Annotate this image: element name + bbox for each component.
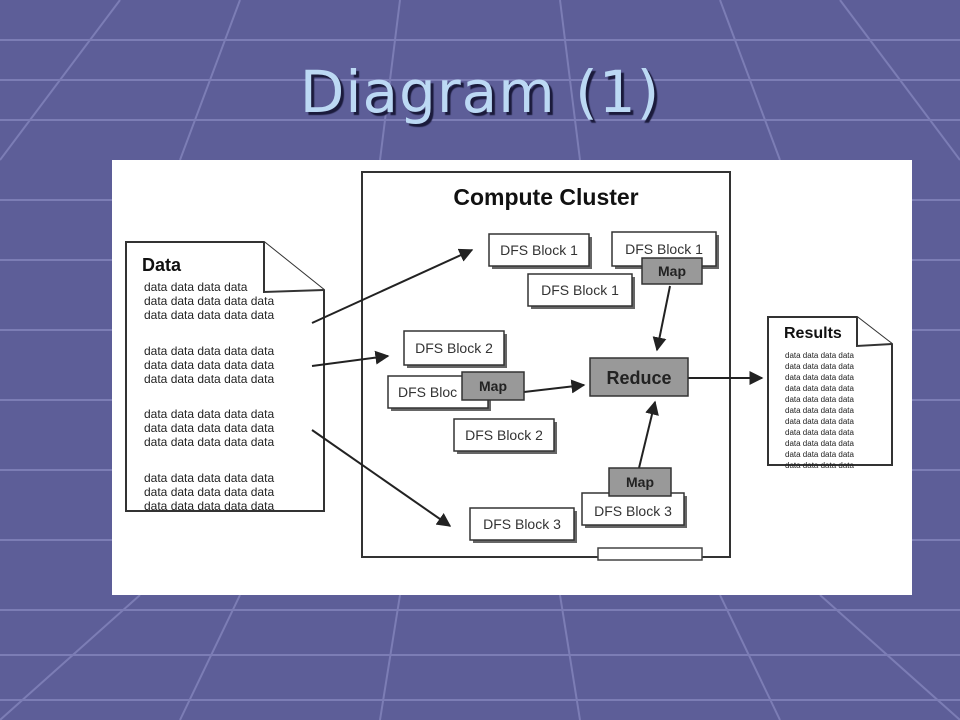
dfs-block-3-a: DFS Block 3 [469,507,577,543]
svg-text:DFS Bloc: DFS Bloc [398,384,457,400]
svg-text:DFS Block 3: DFS Block 3 [483,516,561,532]
dfs-block-1-a: DFS Block 1 [488,233,592,269]
dfs-block-1-c: DFS Block 1 [527,273,635,309]
arrow-map2-to-reduce [523,379,586,394]
data-line: data data data data data [144,499,274,513]
data-document-title: Data [142,255,182,275]
dfs-block-2-a: DFS Block 2 [403,330,507,368]
results-line: data data data data [785,461,855,470]
results-line: data data data data [785,351,855,360]
results-line: data data data data [785,417,855,426]
svg-text:Map: Map [658,263,686,279]
data-line: data data data data data [144,471,274,485]
dfs-block-2-c: DFS Block 2 [453,418,557,454]
data-line: data data data data data [144,485,274,499]
results-line: data data data data [785,384,855,393]
map-box-3: Map [608,467,672,497]
data-line: data data data data data [144,344,274,358]
results-line: data data data data [785,362,855,371]
svg-text:Reduce: Reduce [606,368,671,388]
svg-text:DFS Block 1: DFS Block 1 [500,242,578,258]
cluster-bottom-partial-box [597,547,703,561]
cluster-label: Compute Cluster [453,184,638,210]
svg-text:Map: Map [626,474,654,490]
arrow-data-to-block3 [311,429,452,527]
results-line: data data data data [785,395,855,404]
data-line: data data data data data [144,407,274,421]
results-line: data data data data [785,406,855,415]
results-line: data data data data [785,439,855,448]
svg-text:DFS Block 2: DFS Block 2 [465,427,543,443]
arrow-data-to-block1 [311,248,474,324]
dfs-block-3-b: DFS Block 3 [581,492,687,528]
svg-text:DFS Block 1: DFS Block 1 [541,282,619,298]
data-line: data data data data data [144,294,274,308]
results-line: data data data data [785,428,855,437]
data-line: data data data data data [144,435,274,449]
arrow-data-to-block2 [311,350,390,367]
map-box-2: Map [461,371,525,401]
results-line: data data data data [785,450,855,459]
mapreduce-diagram: Compute Cluster Data data data data data… [125,171,893,561]
svg-text:DFS Block 1: DFS Block 1 [625,241,703,257]
slide-title: Diagram (1) [299,58,661,126]
map-box-1: Map [641,257,703,285]
mapreduce-figure: Compute Cluster Data data data data data… [112,160,912,595]
data-line: data data data data data [144,421,274,435]
svg-text:Map: Map [479,378,507,394]
data-line: data data data data data [144,358,274,372]
reduce-box: Reduce [589,357,689,397]
svg-text:DFS Block 3: DFS Block 3 [594,503,672,519]
results-document-lines: data data data data data data data data da… [785,351,855,470]
arrow-map3-to-reduce [638,400,659,469]
results-line: data data data data [785,373,855,382]
data-line: data data data data [144,280,248,294]
results-document-title: Results [784,325,842,342]
data-line: data data data data data [144,372,274,386]
arrow-map1-to-reduce [652,285,671,352]
svg-text:DFS Block 2: DFS Block 2 [415,340,493,356]
data-line: data data data data data [144,308,274,322]
